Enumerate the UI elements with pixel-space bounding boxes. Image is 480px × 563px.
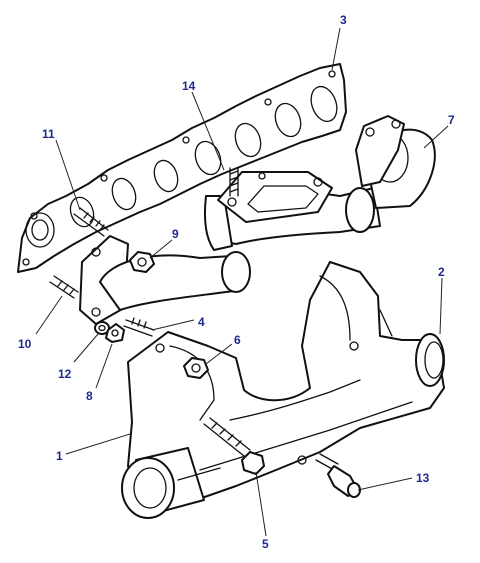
callout-5: 5 (262, 537, 269, 551)
manifold-gasket (17, 63, 347, 273)
callout-3: 3 (340, 13, 347, 27)
callout-13: 13 (416, 471, 430, 485)
callout-9: 9 (172, 227, 179, 241)
sensor-13 (315, 453, 361, 498)
stud-4 (123, 317, 155, 337)
callout-11: 11 (42, 127, 55, 141)
callout-12: 12 (58, 367, 72, 381)
leader-lines (35, 27, 449, 537)
callout-14: 14 (182, 79, 196, 93)
callout-4: 4 (198, 315, 205, 329)
callout-8: 8 (86, 389, 93, 403)
callout-7: 7 (448, 113, 455, 127)
stud-11 (73, 207, 109, 237)
washer-12 (94, 321, 110, 335)
stud-10 (49, 275, 79, 299)
callout-10: 10 (18, 337, 32, 351)
nut-6 (183, 357, 209, 379)
bolt-5 (203, 417, 265, 475)
exhaust-downpipe-manifold (79, 115, 436, 325)
stud-14 (229, 167, 239, 197)
callout-1: 1 (56, 449, 63, 463)
nut-8 (105, 323, 125, 343)
callout-2: 2 (438, 265, 445, 279)
callout-6: 6 (234, 333, 241, 347)
exhaust-manifold-body (121, 261, 445, 519)
callout-labels: 3 14 11 7 9 2 10 4 6 12 8 1 5 13 (18, 13, 455, 551)
nut-9 (129, 251, 155, 273)
